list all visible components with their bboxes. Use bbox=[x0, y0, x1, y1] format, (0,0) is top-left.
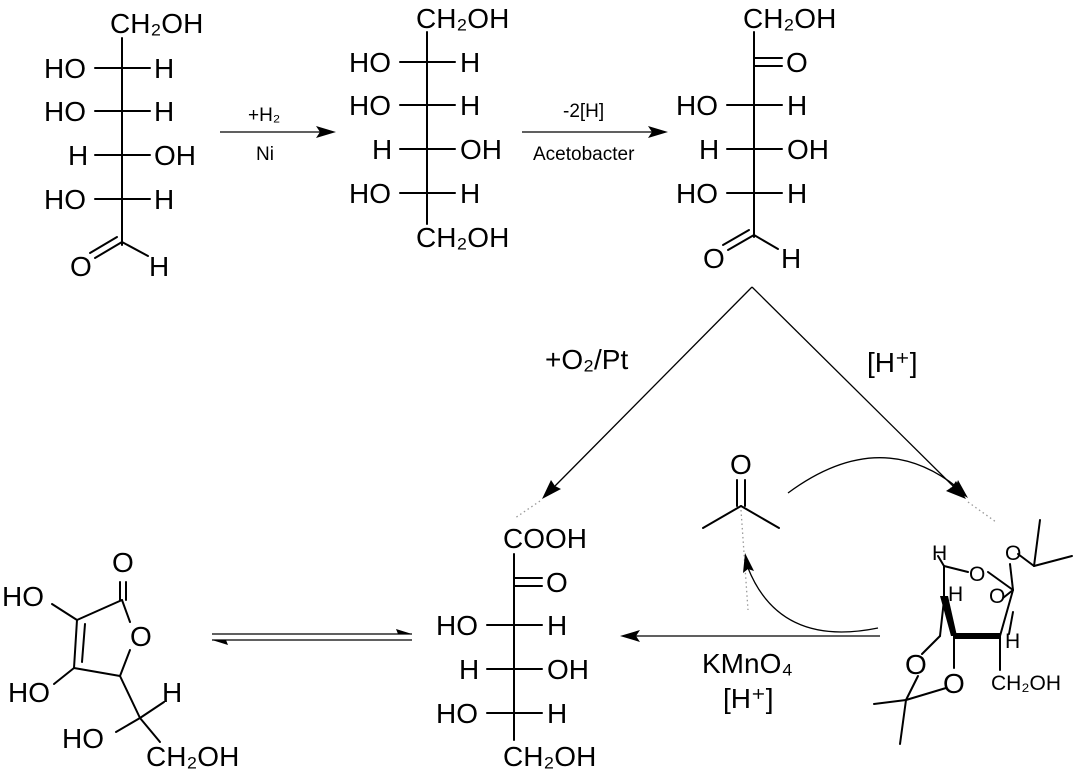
sorbose-top-group: CH₂OH bbox=[743, 3, 836, 34]
ascorbic-ho-side: HO bbox=[62, 723, 104, 754]
diacetone-h-mid: H bbox=[948, 583, 963, 606]
equilibrium-arrows bbox=[212, 629, 412, 645]
sorbitol-c3-left: HO bbox=[349, 90, 391, 121]
diacetone-o-top: O bbox=[1005, 542, 1021, 565]
sorbitol-c4-right: OH bbox=[460, 134, 502, 165]
acetone-addition-arrow bbox=[787, 457, 968, 498]
glucose-structure: CH₂OH HO H HO H H OH HO H O H bbox=[44, 8, 203, 282]
sorbose-c4-right: OH bbox=[787, 134, 829, 165]
diacetone-o-left: O bbox=[905, 649, 927, 680]
bio-oxidation-organism: Acetobacter bbox=[533, 144, 635, 165]
acetone-oxygen: O bbox=[730, 449, 752, 480]
ketogulonic-c3-left: HO bbox=[436, 610, 478, 641]
sorbitol-bottom-group: CH₂OH bbox=[416, 222, 509, 253]
bio-oxidation-arrow: -2[H] Acetobacter bbox=[522, 101, 668, 165]
acid-catalysis-label: [H⁺] bbox=[867, 347, 918, 378]
sorbose-keto-o: O bbox=[786, 47, 808, 78]
glucose-c5-right: H bbox=[154, 184, 174, 215]
glucose-c3-right: H bbox=[154, 96, 174, 127]
ketogulonic-c5-left: HO bbox=[436, 698, 478, 729]
catalytic-oxidation-label: +O₂/Pt bbox=[545, 344, 628, 375]
ketogulonic-c5-right: H bbox=[547, 698, 567, 729]
glucose-c3-left: HO bbox=[44, 96, 86, 127]
sorbose-c5-left: HO bbox=[676, 178, 718, 209]
glucose-c4-left: H bbox=[68, 140, 88, 171]
ketogulonic-bottom-group: CH₂OH bbox=[503, 741, 596, 772]
hydrogenation-catalyst: Ni bbox=[256, 144, 274, 165]
bio-oxidation-reagent: -2[H] bbox=[563, 101, 604, 122]
sorbitol-top-group: CH₂OH bbox=[416, 3, 509, 34]
sorbose-aldehyde-h: H bbox=[781, 243, 801, 274]
sorbitol-c2-left: HO bbox=[349, 47, 391, 78]
ketogulonic-acid-structure: COOH O HO H H OH HO H CH₂OH bbox=[436, 523, 596, 772]
ketogulonic-keto-o: O bbox=[546, 567, 568, 598]
glucose-c4-right: OH bbox=[154, 140, 196, 171]
sorbitol-c5-right: H bbox=[460, 178, 480, 209]
ascorbic-carbonyl-o: O bbox=[112, 547, 134, 578]
glucose-c2-right: H bbox=[154, 53, 174, 84]
glucose-top-group: CH₂OH bbox=[110, 8, 203, 39]
acetone-release-arrow bbox=[743, 553, 879, 633]
sorbitol-structure: CH₂OH HO H HO H H OH HO H CH₂OH bbox=[349, 3, 509, 253]
ascorbic-h: H bbox=[162, 677, 182, 708]
diacetone-ch2oh: CH₂OH bbox=[991, 672, 1061, 695]
acetone-structure: O bbox=[702, 449, 780, 611]
diacetone-ring-oxygen: O bbox=[969, 563, 985, 586]
catalytic-oxidation-arrow: +O₂/Pt bbox=[514, 286, 753, 519]
ketogulonic-top-group: COOH bbox=[503, 523, 587, 554]
ascorbic-ring-o: O bbox=[130, 621, 152, 652]
ketogulonic-c3-right: H bbox=[547, 610, 567, 641]
sorbose-c3-left: HO bbox=[676, 90, 718, 121]
sorbitol-c5-left: HO bbox=[349, 178, 391, 209]
ketogulonic-c4-left: H bbox=[459, 654, 479, 685]
permanganate-reagent: KMnO₄ bbox=[702, 648, 793, 679]
sorbose-aldehyde-o: O bbox=[703, 243, 725, 274]
sorbose-structure: CH₂OH O HO H H OH HO H O H bbox=[676, 3, 836, 274]
sorbitol-c3-right: H bbox=[460, 90, 480, 121]
diacetone-sorbose-structure: H O H O O H O O CH₂OH bbox=[873, 519, 1073, 745]
ascorbic-ho-top: HO bbox=[2, 581, 44, 612]
sorbitol-c2-right: H bbox=[460, 47, 480, 78]
sorbose-c3-right: H bbox=[787, 90, 807, 121]
ascorbic-ho-bottom: HO bbox=[8, 677, 50, 708]
ascorbic-ch2oh: CH₂OH bbox=[146, 741, 239, 772]
sorbose-c5-right: H bbox=[787, 178, 807, 209]
glucose-aldehyde-h: H bbox=[149, 251, 169, 282]
ascorbic-acid-structure: O HO O HO H HO CH₂OH bbox=[2, 547, 239, 772]
glucose-c2-left: HO bbox=[44, 53, 86, 84]
sorbitol-c4-left: H bbox=[372, 134, 392, 165]
permanganate-arrow: KMnO₄ [H⁺] bbox=[620, 630, 880, 714]
diacetone-o-right: O bbox=[989, 585, 1005, 608]
glucose-c5-left: HO bbox=[44, 184, 86, 215]
diacetone-h-top: H bbox=[932, 542, 947, 565]
diacetone-h-right: H bbox=[1005, 630, 1020, 653]
sorbose-c4-left: H bbox=[699, 134, 719, 165]
permanganate-condition: [H⁺] bbox=[723, 683, 774, 714]
diacetone-o-bottom: O bbox=[943, 668, 965, 699]
glucose-aldehyde-o: O bbox=[70, 251, 92, 282]
hydrogenation-arrow: +H₂ Ni bbox=[220, 105, 336, 165]
hydrogenation-reagent: +H₂ bbox=[248, 105, 280, 126]
ketogulonic-c4-right: OH bbox=[547, 654, 589, 685]
